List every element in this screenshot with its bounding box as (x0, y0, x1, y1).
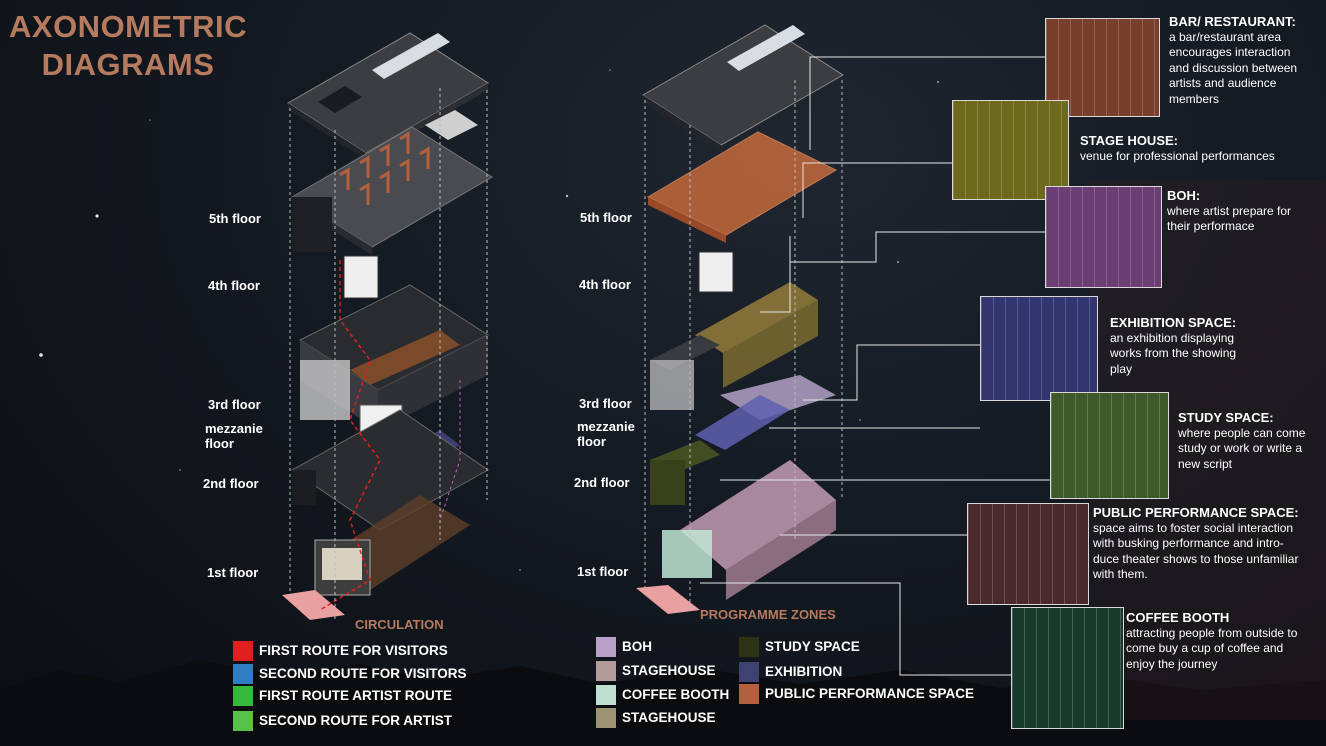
note-line: duce theater shows to those unfamiliar (1093, 551, 1299, 566)
floor-label-right-5: 5th floor (580, 210, 632, 225)
note-line: where people can come (1178, 425, 1306, 440)
floor-label-right-mezzanine: mezzanie floor (577, 419, 635, 449)
note-public-performance: PUBLIC PERFORMANCE SPACE: space aims to … (1093, 505, 1326, 583)
programme-caption: PROGRAMME ZONES (700, 607, 836, 622)
page-title: AXONOMETRIC DIAGRAMS (8, 8, 248, 84)
note-line: venue for professional performances (1080, 148, 1275, 163)
note-line: works from the showing (1110, 346, 1237, 360)
note-line: encourages interaction (1169, 45, 1291, 59)
legend-label: EXHIBITION (765, 664, 843, 679)
note-line: with busking performance and intro- (1093, 536, 1284, 550)
note-title: STAGE HOUSE: (1080, 133, 1178, 148)
note-stage-house: STAGE HOUSE: venue for professional perf… (1080, 133, 1320, 164)
note-study-space: STUDY SPACE: where people can come study… (1178, 410, 1326, 472)
circulation-axonometric (282, 32, 493, 620)
floor-label-left-5: 5th floor (209, 211, 261, 226)
note-coffee-booth: COFFEE BOOTH attracting people from outs… (1126, 610, 1324, 672)
exhibition-thumbnail (980, 296, 1098, 401)
note-title: PUBLIC PERFORMANCE SPACE: (1093, 505, 1299, 520)
floor-label-left-4: 4th floor (208, 278, 260, 293)
note-line: study or work or write a (1178, 441, 1303, 455)
study-space-thumbnail (1050, 392, 1169, 499)
legend-swatch (233, 641, 253, 661)
note-line: space aims to foster social interaction (1093, 520, 1294, 535)
circulation-caption: CIRCULATION (355, 617, 444, 632)
floor-label-left-1: 1st floor (207, 565, 259, 580)
mountain-silhouette (0, 660, 1326, 746)
title-line-2: DIAGRAMS (41, 47, 215, 82)
legend-label: PUBLIC PERFORMANCE SPACE (765, 686, 975, 701)
note-bar-restaurant: BAR/ RESTAURANT: a bar/restaurant area e… (1169, 14, 1319, 107)
legend-label: FIRST ROUTE ARTIST ROUTE (259, 688, 452, 703)
legend-label: SECOND ROUTE FOR VISITORS (259, 666, 467, 681)
floor-label-right-1: 1st floor (577, 564, 629, 579)
boh-thumbnail (1045, 186, 1162, 288)
legend-label: SECOND ROUTE FOR ARTIST (259, 713, 453, 728)
legend-label: COFFEE BOOTH (622, 687, 730, 702)
note-title: COFFEE BOOTH (1126, 610, 1230, 625)
legend-swatch (596, 708, 616, 728)
note-line: their performace (1167, 219, 1255, 233)
legend-label: FIRST ROUTE FOR VISITORS (259, 643, 448, 658)
legend-label: STAGEHOUSE (622, 710, 716, 725)
floor-label-left-2: 2nd floor (203, 476, 259, 491)
legend-swatch (233, 711, 253, 731)
note-line: members (1169, 91, 1220, 106)
legend-label: BOH (622, 639, 652, 654)
programme-axonometric (636, 24, 1050, 676)
note-exhibition: EXHIBITION SPACE: an exhibition displayi… (1110, 315, 1270, 377)
floor-label-right-4: 4th floor (579, 277, 631, 292)
note-line: where artist prepare for (1167, 203, 1292, 218)
legend-swatch (596, 685, 616, 705)
coffee-booth-thumbnail (1011, 607, 1124, 729)
note-line: enjoy the journey (1126, 656, 1218, 671)
legend-swatch (596, 637, 616, 657)
note-title: EXHIBITION SPACE: (1110, 315, 1237, 330)
legend-swatch (739, 684, 759, 704)
legend-swatch (596, 661, 616, 681)
note-line: with them. (1093, 567, 1148, 581)
note-title: BOH: (1167, 188, 1201, 203)
bar-restaurant-thumbnail (1045, 18, 1160, 117)
legend-label: STAGEHOUSE (622, 663, 716, 678)
legend-label: STUDY SPACE (765, 639, 860, 654)
legend-swatch (233, 686, 253, 706)
note-title: STUDY SPACE: (1178, 410, 1274, 425)
legend-swatch (739, 637, 759, 657)
floor-label-left-3: 3rd floor (208, 397, 261, 412)
note-line: artists and audience (1169, 76, 1277, 90)
floor-label-right-2: 2nd floor (574, 475, 630, 490)
legend-swatch (739, 662, 759, 682)
note-line: a bar/restaurant area (1169, 29, 1282, 44)
note-line: play (1110, 361, 1133, 376)
night-sky (39, 69, 939, 571)
public-performance-thumbnail (967, 503, 1089, 605)
note-boh: BOH: where artist prepare for their perf… (1167, 188, 1322, 235)
floor-label-left-mezzanine: mezzanie floor (205, 421, 263, 451)
note-line: an exhibition displaying (1110, 330, 1235, 345)
title-line-1: AXONOMETRIC (9, 9, 247, 44)
note-line: attracting people from outside to (1126, 625, 1298, 640)
floor-label-right-3: 3rd floor (579, 396, 632, 411)
note-title: BAR/ RESTAURANT: (1169, 14, 1296, 29)
note-line: come buy a cup of coffee and (1126, 641, 1284, 655)
note-line: and discussion between (1169, 60, 1298, 75)
note-line: new script (1178, 456, 1233, 471)
legend-swatch (233, 664, 253, 684)
stage-house-thumbnail (952, 100, 1069, 200)
